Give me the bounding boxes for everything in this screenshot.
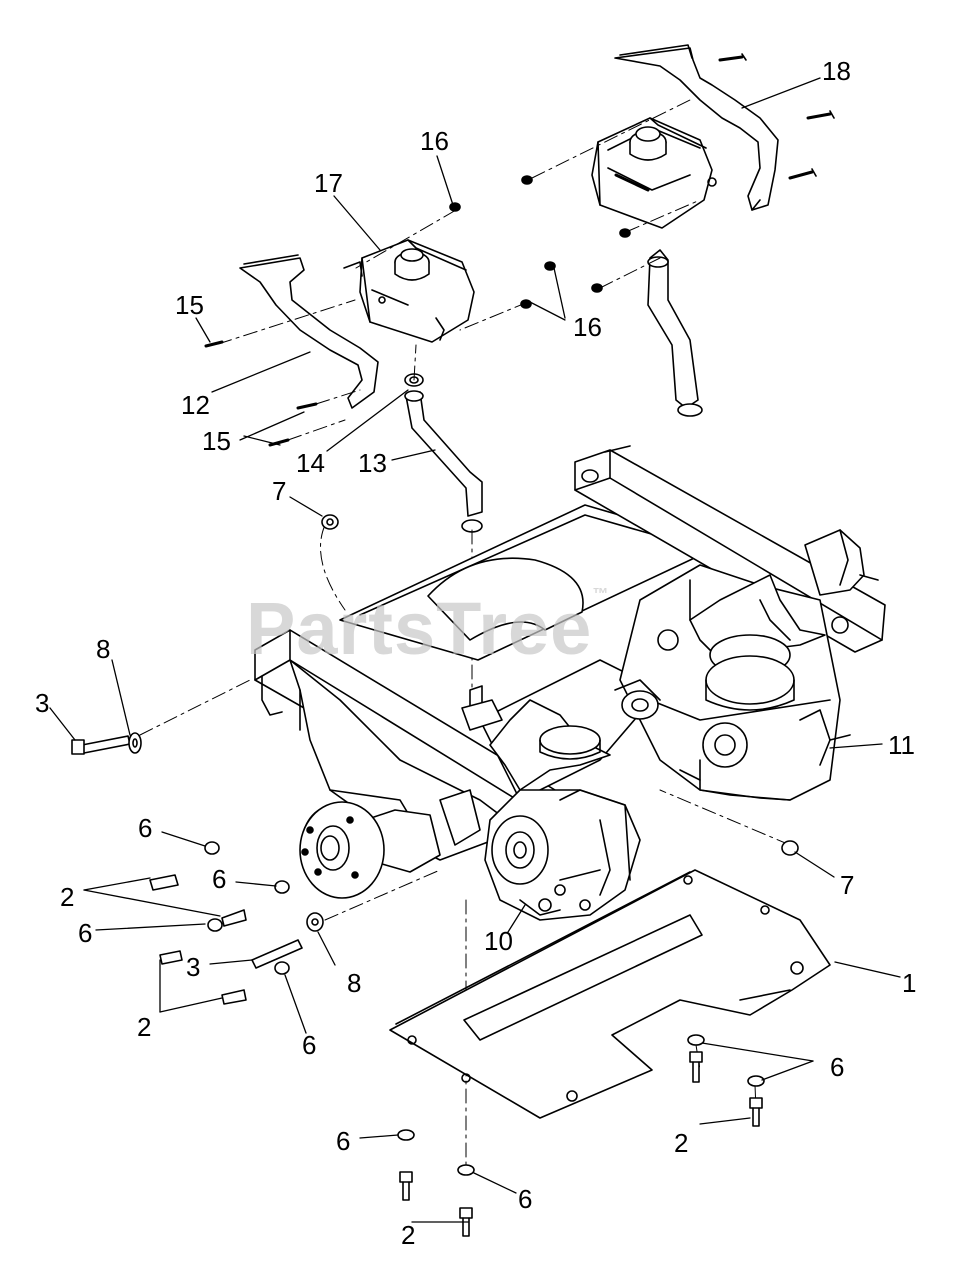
- reservoir-bracket-left: [239, 254, 379, 409]
- reservoir-tank-left: [343, 239, 475, 343]
- callout-15-top: 15: [175, 290, 204, 320]
- callout-15-bottom: 15: [202, 426, 231, 456]
- fasteners-bottom: [397, 1034, 765, 1237]
- transmission-left: [299, 699, 641, 921]
- callout-2-b: 2: [137, 1012, 152, 1042]
- callout-3-bottom: 3: [186, 952, 201, 982]
- leader-lines: [49, 77, 901, 1223]
- callout-7-top: 7: [272, 476, 287, 506]
- callout-6-a: 6: [138, 813, 153, 843]
- watermark: PartsTree™: [246, 586, 609, 671]
- callout-17: 17: [314, 168, 343, 198]
- callout-6-b: 6: [212, 864, 227, 894]
- transmission-right: [614, 529, 879, 801]
- callout-3-top: 3: [35, 688, 50, 718]
- reservoir-bracket-right: [614, 44, 779, 211]
- callout-2-c: 2: [674, 1128, 689, 1158]
- fasteners-left: [71, 514, 799, 1005]
- fasteners-left-top: [204, 202, 556, 447]
- watermark-text: PartsTree: [246, 587, 593, 670]
- callout-6-c: 6: [78, 918, 93, 948]
- callout-6-e: 6: [830, 1052, 845, 1082]
- callout-16-top: 16: [420, 126, 449, 156]
- callout-10: 10: [484, 926, 513, 956]
- callout-1: 1: [902, 968, 917, 998]
- reservoir-tank-right: [591, 117, 717, 229]
- callout-12: 12: [181, 390, 210, 420]
- fasteners-right-top: [521, 53, 835, 293]
- callout-13: 13: [358, 448, 387, 478]
- callout-14: 14: [296, 448, 325, 478]
- bottom-plate: [389, 869, 831, 1119]
- hose-left: [404, 373, 483, 533]
- callout-18: 18: [822, 56, 851, 86]
- callout-6-g: 6: [518, 1184, 533, 1214]
- callout-7-right: 7: [840, 870, 855, 900]
- callout-6-f: 6: [336, 1126, 351, 1156]
- watermark-trademark: ™: [592, 586, 610, 603]
- callout-8-bottom: 8: [347, 968, 362, 998]
- callout-8-top: 8: [96, 634, 111, 664]
- callout-2-d: 2: [401, 1220, 416, 1250]
- callout-2-a: 2: [60, 882, 75, 912]
- hose-right: [647, 249, 703, 417]
- callout-11: 11: [888, 730, 915, 760]
- callout-6-d: 6: [302, 1030, 317, 1060]
- callout-16-right: 16: [573, 312, 602, 342]
